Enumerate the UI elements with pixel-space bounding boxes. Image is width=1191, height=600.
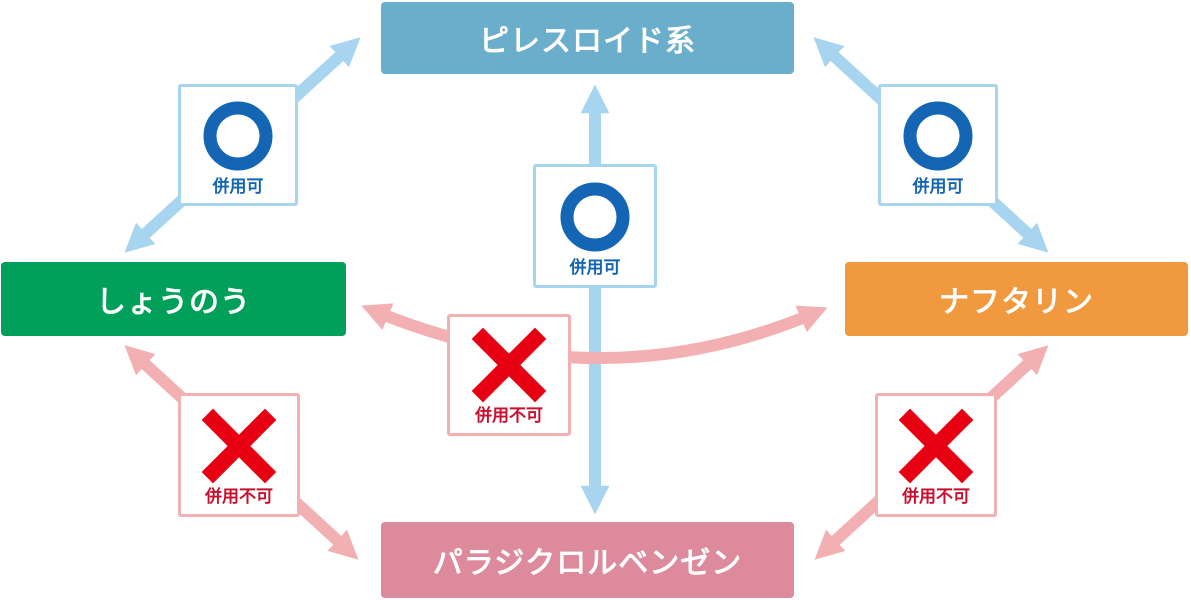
badge-naphthalene-pdcb: 併用不可 [875, 393, 997, 517]
node-camphor-label: しょうのう [96, 285, 251, 320]
node-camphor: しょうのう [1, 262, 346, 336]
node-pyrethroid-label: ピレスロイド系 [479, 24, 696, 59]
circle-mark-icon [903, 101, 973, 171]
node-naphthalene: ナフタリン [845, 262, 1188, 336]
cross-mark-icon [898, 408, 974, 484]
node-pdcb: パラジクロルベンゼン [381, 522, 794, 598]
badge-camphor-pdcb: 併用不可 [178, 393, 300, 517]
circle-mark-icon [203, 101, 273, 171]
arrow-camphor-naphthalene [361, 303, 828, 364]
cross-mark-icon [471, 327, 547, 403]
circle-mark-icon [560, 182, 630, 252]
badge-pyrethroid-pdcb: 併用可 [533, 164, 657, 288]
node-naphthalene-label: ナフタリン [939, 285, 1094, 320]
badge-label: 併用可 [569, 258, 621, 278]
cross-mark-icon [201, 408, 277, 484]
badge-label: 併用不可 [902, 487, 970, 507]
badge-label: 併用不可 [205, 487, 273, 507]
badge-label: 併用可 [912, 177, 964, 197]
badge-pyrethroid-camphor: 併用可 [178, 84, 298, 206]
node-pyrethroid: ピレスロイド系 [381, 2, 794, 74]
badge-camphor-naphthalene: 併用不可 [447, 314, 571, 436]
badge-label: 併用可 [212, 177, 264, 197]
node-pdcb-label: パラジクロルベンゼン [432, 546, 743, 581]
badge-pyrethroid-naphthalene: 併用可 [878, 84, 998, 206]
badge-label: 併用不可 [475, 406, 543, 426]
